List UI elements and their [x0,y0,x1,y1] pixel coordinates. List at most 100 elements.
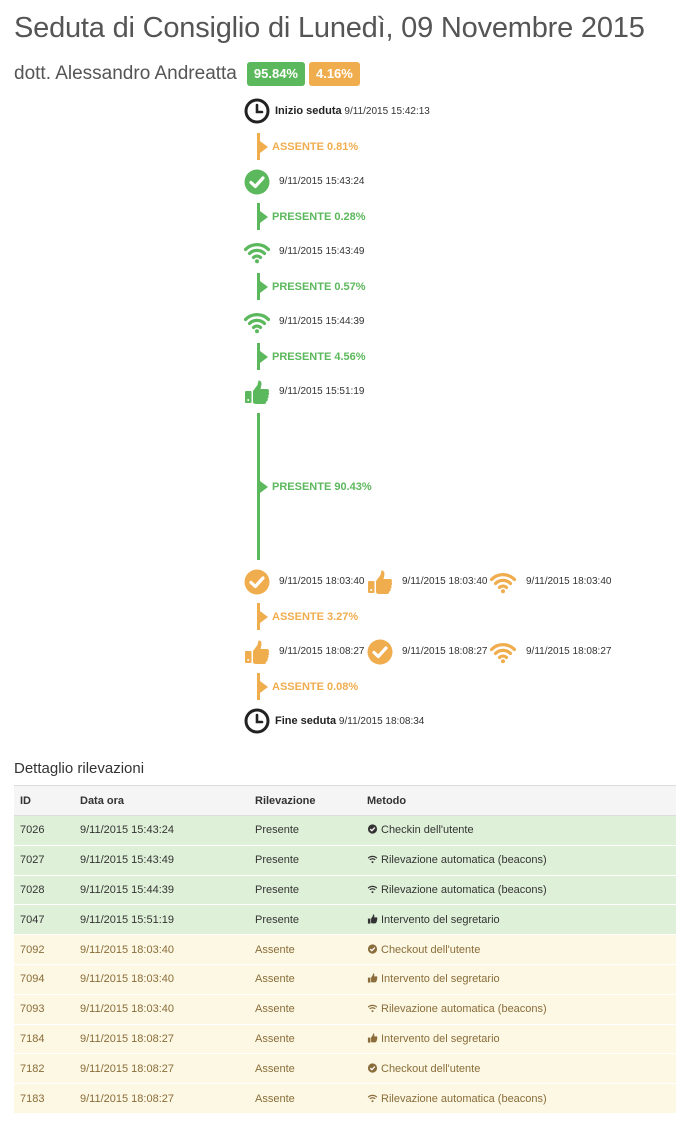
cell-detection: Presente [249,815,361,846]
check-circle-icon [367,1063,378,1073]
timeline-segment-label: ASSENTE 0.08% [272,680,359,693]
method-label: Rilevazione automatica (beacons) [381,854,547,867]
cell-detection: Presente [249,904,361,935]
cell-datetime: 9/11/2015 18:08:27 [74,1053,249,1084]
wifi-icon [244,309,270,335]
column-header-datetime: Data ora [74,785,249,816]
cell-id: 7184 [14,1023,74,1054]
timeline-segment-bar [257,343,260,370]
timeline-segment-arrow [260,350,268,363]
event-time: 9/11/2015 15:43:49 [279,246,365,257]
session-end-label: Fine seduta [275,715,337,727]
method-label: Checkout dell'utente [381,943,481,956]
cell-datetime: 9/11/2015 18:03:40 [74,993,249,1025]
cell-method: Checkout dell'utente [361,934,676,965]
event-time: 9/11/2015 18:03:40 [279,576,365,587]
cell-detection: Assente [249,993,361,1025]
method-label: Checkout dell'utente [381,1062,481,1075]
cell-id: 7047 [14,904,74,935]
cell-method: Rilevazione automatica (beacons) [361,874,676,905]
method-label: Intervento del segretario [381,913,500,926]
timeline-segment-label: ASSENTE 0.81% [272,140,359,153]
cell-detection: Assente [249,1053,361,1084]
session-end-time: 9/11/2015 18:08:34 [336,716,425,727]
details-title: Dettaglio rilevazioni [14,760,145,777]
timeline-segment-arrow [260,680,268,693]
page-title: Seduta di Consiglio di Lunedì, 09 Novemb… [14,12,645,44]
column-header-method: Metodo [361,785,676,816]
cell-id: 7092 [14,934,74,965]
column-header-id: ID [14,785,74,816]
timeline-segment-label: PRESENTE 90.43% [272,480,372,493]
timeline-segment-bar [257,273,260,300]
cell-method: Intervento del segretario [361,1023,676,1054]
cell-id: 7182 [14,1053,74,1084]
cell-method: Rilevazione automatica (beacons) [361,993,676,1025]
cell-id: 7026 [14,815,74,846]
cell-id: 7094 [14,963,74,995]
cell-datetime: 9/11/2015 15:51:19 [74,904,249,935]
clock-icon [244,98,270,124]
wifi-icon [367,854,378,864]
timeline-segment-label: PRESENTE 4.56% [272,350,366,363]
thumbs-up-icon [367,914,378,924]
session-start-label: Inizio seduta [275,105,342,117]
cell-method: Intervento del segretario [361,963,676,995]
cell-datetime: 9/11/2015 18:03:40 [74,934,249,965]
cell-detection: Assente [249,934,361,965]
check-circle-icon [244,169,270,195]
cell-datetime: 9/11/2015 15:44:39 [74,874,249,905]
column-header-detection: Rilevazione [249,785,361,816]
thumbs-up-icon [244,379,270,405]
method-label: Intervento del segretario [381,1032,500,1045]
event-time: 9/11/2015 18:08:27 [279,646,365,657]
cell-method: Checkin dell'utente [361,815,676,846]
wifi-icon [244,239,270,265]
cell-method: Rilevazione automatica (beacons) [361,1083,676,1113]
cell-detection: Assente [249,963,361,995]
timeline-segment-label: PRESENTE 0.28% [272,210,366,223]
cell-detection: Assente [249,1023,361,1054]
wifi-icon [490,639,516,665]
method-label: Rilevazione automatica (beacons) [381,883,547,896]
timeline-segment-bar [257,673,260,700]
event-time: 9/11/2015 15:43:24 [279,176,365,187]
session-start: Inizio seduta 9/11/2015 15:42:13 [275,104,430,119]
event-time: 9/11/2015 15:51:19 [279,386,365,397]
timeline-segment-label: ASSENTE 3.27% [272,610,359,623]
wifi-icon [490,569,516,595]
cell-datetime: 9/11/2015 15:43:24 [74,815,249,846]
timeline-segment-bar [257,203,260,230]
thumbs-up-icon [367,569,393,595]
table-header-row: ID Data ora Rilevazione Metodo [14,785,676,816]
timeline-segment-arrow [260,280,268,293]
wifi-icon [367,1093,378,1103]
event-time: 9/11/2015 18:03:40 [402,576,488,587]
check-circle-icon [367,824,378,834]
timeline-segment-arrow [260,210,268,223]
cell-datetime: 9/11/2015 18:08:27 [74,1083,249,1113]
cell-datetime: 9/11/2015 18:03:40 [74,963,249,995]
cell-detection: Presente [249,874,361,905]
timeline-segment-arrow [260,610,268,623]
thumbs-up-icon [367,973,378,983]
absence-percentage-badge: 4.16% [308,62,360,86]
cell-datetime: 9/11/2015 15:43:49 [74,844,249,876]
cell-detection: Assente [249,1083,361,1113]
method-label: Rilevazione automatica (beacons) [381,1003,547,1016]
timeline-segment-label: PRESENTE 0.57% [272,280,366,293]
cell-id: 7028 [14,874,74,905]
timeline-segment-arrow [260,140,268,153]
thumbs-up-icon [244,639,270,665]
timeline-segment-arrow [260,480,268,493]
